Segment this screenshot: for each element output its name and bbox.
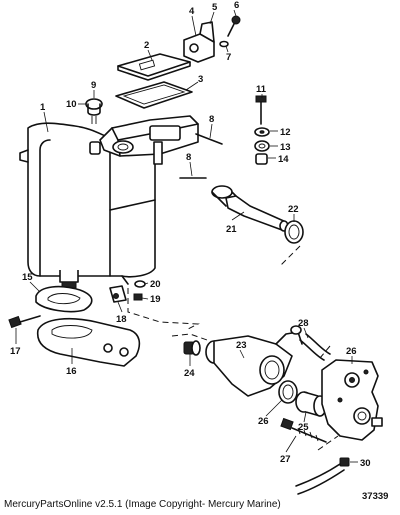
- hose-lower-part[interactable]: [295, 463, 345, 495]
- routing-line: [317, 435, 339, 451]
- callout-24: 24: [184, 368, 195, 379]
- callout-7: 7: [226, 52, 231, 63]
- shaft-part[interactable]: [211, 185, 289, 232]
- callout-26b: 26: [258, 416, 269, 427]
- callout-26a: 26: [346, 346, 357, 357]
- mounting-bracket-part[interactable]: [36, 317, 141, 367]
- bolt-11-part[interactable]: [255, 95, 267, 125]
- callout-28: 28: [298, 318, 309, 329]
- bolt-27-part[interactable]: [280, 417, 327, 443]
- callout-10: 10: [66, 99, 77, 110]
- diagram-code: 37339: [362, 491, 389, 502]
- callout-23: 23: [236, 340, 247, 351]
- spacer-14-part[interactable]: [255, 153, 268, 165]
- callout-2: 2: [144, 40, 149, 51]
- callout-13: 13: [280, 142, 291, 153]
- callouts: 1 2 3 4 5 6 7 8 8 9 10 11 12 13 14 15 16…: [10, 0, 371, 469]
- leader-lines: [15, 9, 358, 463]
- nut-19-part[interactable]: [133, 293, 143, 301]
- gasket-part[interactable]: [115, 81, 193, 109]
- callout-15: 15: [22, 272, 33, 283]
- callout-18: 18: [116, 314, 127, 325]
- callout-30: 30: [360, 458, 371, 469]
- routing-line: [319, 345, 331, 359]
- oil-pump-assembly-part[interactable]: [321, 359, 383, 441]
- routing-line: [279, 245, 301, 267]
- pin-8a-part[interactable]: [195, 133, 223, 145]
- hose-28-part[interactable]: [299, 333, 331, 361]
- gasket-15-part[interactable]: [35, 285, 93, 313]
- callout-16: 16: [66, 366, 77, 377]
- fitting-18-part[interactable]: [109, 285, 127, 303]
- washer-7-part[interactable]: [219, 40, 229, 48]
- oil-tank-part[interactable]: [19, 115, 199, 289]
- callout-1: 1: [40, 102, 46, 113]
- callout-17: 17: [10, 346, 21, 357]
- routing-line: [127, 288, 200, 331]
- callout-5: 5: [212, 2, 218, 13]
- callout-6: 6: [234, 0, 239, 11]
- callout-25: 25: [298, 422, 309, 433]
- screw-6-part[interactable]: [227, 15, 241, 37]
- callout-8b: 8: [186, 152, 191, 163]
- bracket-part[interactable]: [183, 21, 215, 63]
- callout-11: 11: [256, 84, 267, 95]
- callout-9: 9: [91, 80, 96, 91]
- copyright-notice: MercuryPartsOnline v2.5.1 (Image Copyrig…: [4, 499, 281, 510]
- callout-12: 12: [280, 127, 291, 138]
- washer-12-part[interactable]: [254, 127, 270, 137]
- o-ring-22-part[interactable]: [284, 220, 304, 244]
- callout-27: 27: [280, 454, 291, 465]
- callout-3: 3: [198, 74, 203, 85]
- callout-22: 22: [288, 204, 299, 215]
- callout-8a: 8: [209, 114, 214, 125]
- o-ring-26-part[interactable]: [278, 380, 298, 404]
- washer-20-part[interactable]: [134, 280, 146, 288]
- fitting-30-part[interactable]: [339, 457, 350, 467]
- fitting-24-part[interactable]: [183, 340, 201, 356]
- pump-housing-part[interactable]: [205, 325, 303, 397]
- plug-part[interactable]: [85, 98, 103, 124]
- callout-21: 21: [226, 224, 237, 235]
- callout-14: 14: [278, 154, 289, 165]
- grommet-13-part[interactable]: [254, 140, 270, 152]
- callout-19: 19: [150, 294, 161, 305]
- callout-20: 20: [150, 279, 161, 290]
- callout-4: 4: [189, 6, 195, 17]
- bolt-17-part[interactable]: [8, 315, 41, 329]
- cover-plate-part[interactable]: [117, 53, 191, 81]
